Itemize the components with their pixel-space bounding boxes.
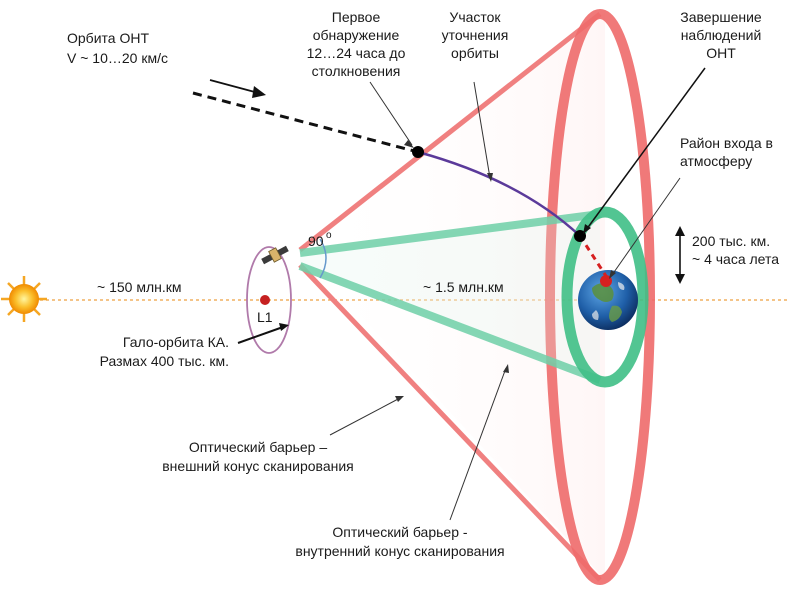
outer-cone-edge-bottom — [298, 263, 602, 582]
object-incoming-path — [192, 91, 419, 154]
inner-cone-fill — [300, 212, 600, 380]
pointer-end-obs — [585, 67, 706, 231]
label-orbit-speed: V ~ 10…20 км/с — [67, 50, 168, 66]
end-observation-point — [574, 230, 586, 242]
angle-label: 90 — [308, 233, 324, 249]
direction-arrow-icon — [209, 79, 266, 98]
label-entry-2: атмосферу — [680, 153, 752, 169]
inner-cone-edge-top — [299, 210, 601, 257]
sun-icon — [1, 276, 47, 322]
pointer-first-detection — [369, 81, 413, 146]
label-orbit-title: Орбита ОНТ — [67, 30, 149, 46]
pointer-refine-head — [487, 173, 493, 182]
label-outer-1: Оптический барьер – — [189, 439, 327, 455]
first-detection-point — [412, 146, 424, 158]
label-halo-1: Гало-орбита КА. — [123, 334, 229, 350]
label-sun-distance: ~ 150 млн.км — [97, 279, 181, 295]
label-earth-distance: ~ 1.5 млн.км — [423, 279, 504, 295]
pointer-first-detection-head — [404, 140, 414, 148]
label-first-detection-3: 12…24 часа до — [307, 45, 406, 61]
pointer-inner-head — [503, 364, 509, 373]
pointer-inner — [449, 367, 507, 521]
label-inner-1: Оптический барьер - — [332, 524, 467, 540]
label-halo-2: Размах 400 тыс. км. — [100, 353, 229, 369]
label-outer-2: внешний конус сканирования — [162, 458, 354, 474]
label-inner-2: внутренний конус сканирования — [295, 543, 504, 559]
pointer-outer — [329, 397, 401, 436]
entry-point-marker — [600, 275, 612, 287]
label-end-obs-1: Завершение — [680, 9, 762, 25]
l1-point — [260, 295, 270, 305]
outer-scan-ring — [545, 9, 655, 585]
halo-orbit — [246, 246, 292, 354]
label-distance-2: ~ 4 часа лета — [692, 251, 779, 267]
pointer-outer-head — [395, 396, 404, 402]
inner-scan-ring — [561, 206, 649, 388]
label-first-detection-2: обнаружение — [313, 27, 400, 43]
earth-icon — [578, 270, 638, 330]
label-first-detection-1: Первое — [332, 9, 381, 25]
pointer-end-obs-head — [583, 224, 591, 234]
refinement-trajectory — [417, 150, 581, 237]
pointer-entry-head — [609, 270, 616, 279]
angle-arc — [319, 238, 327, 279]
entry-dashed-path — [578, 235, 608, 277]
label-first-detection-4: столкновения — [312, 63, 401, 79]
spacecraft-icon — [261, 245, 289, 265]
pointer-entry — [611, 177, 681, 276]
label-refine-1: Участок — [449, 9, 501, 25]
pointer-halo — [237, 326, 284, 344]
outer-cone-edge-top — [298, 12, 602, 252]
label-end-obs-2: наблюдений — [681, 27, 762, 43]
inner-cone-edge-bottom — [298, 262, 602, 384]
outer-cone-fill — [300, 12, 605, 580]
label-end-obs-3: ОНТ — [706, 45, 736, 61]
label-refine-2: уточнения — [442, 27, 509, 43]
label-l1: L1 — [257, 309, 273, 325]
pointer-halo-head — [279, 323, 289, 331]
angle-degree-label: o — [326, 230, 332, 241]
label-refine-3: орбиты — [451, 45, 499, 61]
pointer-refine — [473, 81, 491, 179]
vertical-distance-arrow — [675, 226, 685, 284]
label-entry-1: Район входа в — [680, 135, 773, 151]
label-distance-1: 200 тыс. км. — [692, 233, 770, 249]
